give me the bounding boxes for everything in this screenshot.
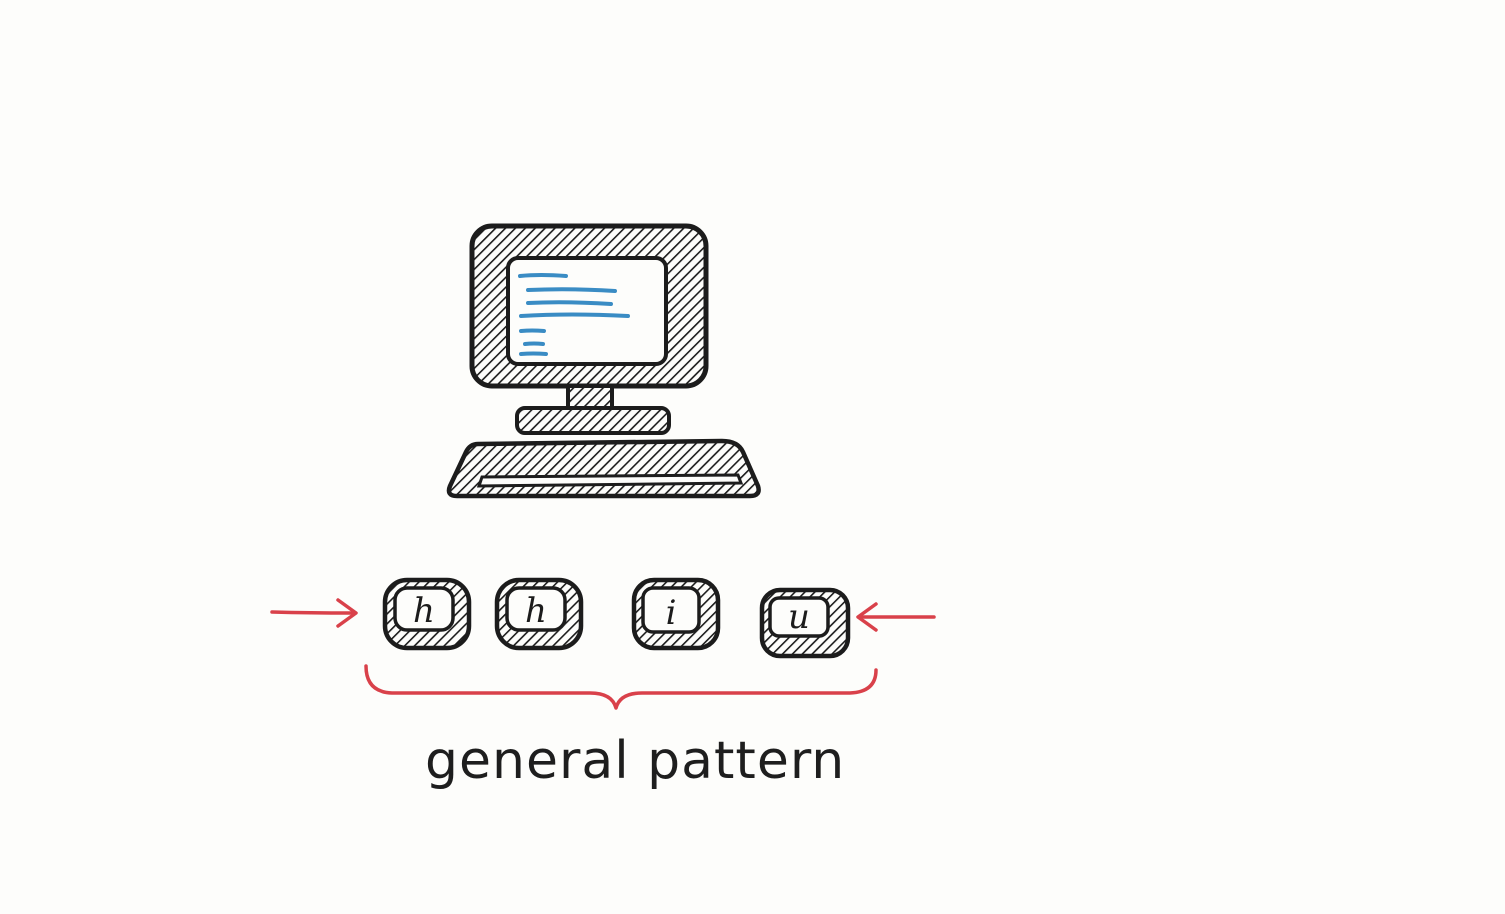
- screen-text-lines: [518, 273, 630, 356]
- key-cap: i: [631, 577, 721, 651]
- key-label: i: [666, 593, 677, 633]
- key-label: h: [413, 591, 435, 631]
- arrow-left-icon: [856, 602, 936, 632]
- key-label: u: [788, 597, 810, 637]
- key-row: h h i u: [382, 577, 851, 659]
- computer-monitor-icon: [469, 223, 709, 435]
- key-cap: h: [382, 577, 472, 651]
- curly-brace-icon: [364, 664, 878, 710]
- arrow-right-icon: [270, 598, 358, 628]
- diagram-caption: general pattern: [425, 731, 845, 791]
- keyboard-icon: [446, 438, 761, 499]
- key-label: h: [525, 591, 547, 631]
- key-cap: u: [759, 587, 851, 659]
- monitor-screen: [506, 256, 668, 366]
- key-cap: h: [494, 577, 584, 651]
- keyboard-bar: [476, 473, 744, 488]
- monitor-stand-base: [515, 406, 671, 435]
